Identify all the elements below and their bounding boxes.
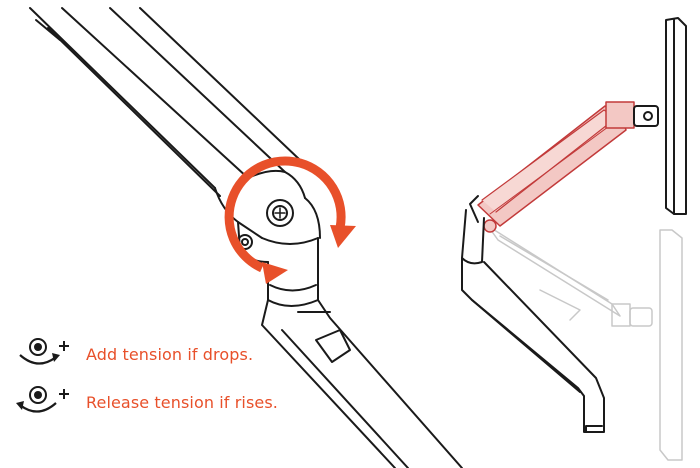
instruction-label: Add tension if drops.	[86, 344, 254, 364]
ghost-arm-lowered	[487, 225, 683, 461]
tension-knob	[266, 199, 294, 227]
full-arm-illustration	[461, 17, 687, 461]
instruction-add-tension: Add tension if drops.	[12, 335, 253, 373]
highlighted-spring-arm	[477, 101, 635, 233]
monitor	[633, 17, 687, 215]
counterclockwise-rotate-plus-icon	[16, 386, 69, 413]
instruction-label: Release tension if rises.	[86, 392, 278, 412]
arm-base	[461, 195, 605, 433]
clockwise-rotate-plus-icon	[19, 338, 69, 365]
arm-closeup-illustration	[29, 7, 463, 468]
instruction-release-tension: Release tension if rises.	[12, 383, 278, 421]
rotation-arrow	[224, 156, 356, 284]
